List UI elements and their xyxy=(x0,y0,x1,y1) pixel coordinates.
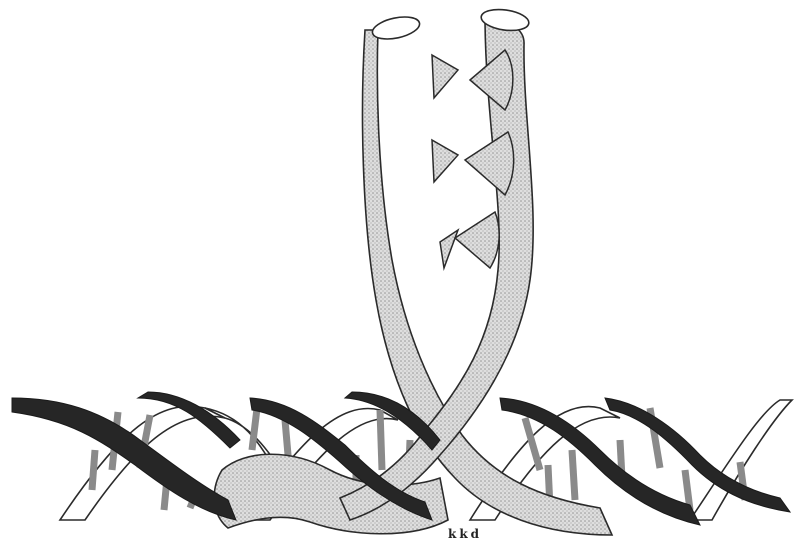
left-helix-end-cap xyxy=(370,13,421,43)
artist-signature: kkd xyxy=(448,527,482,541)
